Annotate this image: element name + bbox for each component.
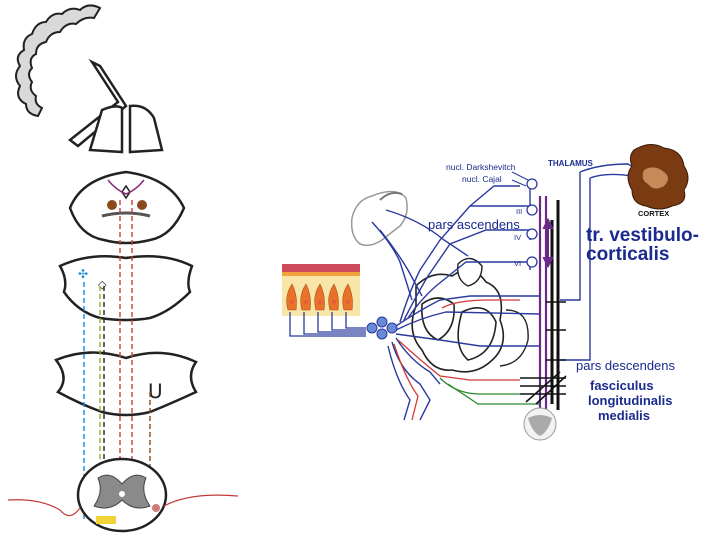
label-nerve-III: III bbox=[516, 207, 522, 216]
mlf-column bbox=[538, 196, 548, 420]
label-nucl-cajal: nucl. Cajal bbox=[462, 174, 502, 184]
brain-section-icon bbox=[523, 407, 557, 441]
pons-section bbox=[58, 254, 194, 322]
midbrain-tract-purple bbox=[107, 179, 145, 195]
green-pathways bbox=[439, 377, 540, 405]
label-pars-descendens: pars descendens bbox=[576, 358, 676, 373]
spinal-nerve-line bbox=[7, 494, 239, 517]
midbrain-diamond bbox=[121, 184, 131, 200]
label-nerve-VI: VI bbox=[514, 259, 521, 268]
vestibular-ganglion bbox=[366, 316, 398, 340]
red-pathways bbox=[393, 299, 520, 421]
left-brainstem-schematic: ✣ ◇ ᑌ bbox=[7, 4, 239, 533]
spinal-cord-section bbox=[76, 457, 168, 533]
midbrain-section bbox=[68, 170, 186, 245]
label-corticalis: corticalis bbox=[586, 244, 669, 265]
midbrain-nucleus-right bbox=[137, 200, 147, 210]
medulla-section bbox=[54, 351, 198, 417]
pons-blue-nucleus-icon: ✣ bbox=[78, 267, 88, 281]
blue-pathways bbox=[371, 163, 655, 421]
cortex-gyri-icon bbox=[15, 4, 102, 118]
label-cortex: CORTEX bbox=[638, 209, 669, 218]
label-pars-ascendens: pars ascendens bbox=[428, 217, 520, 232]
oculomotor-nuclei bbox=[526, 178, 538, 268]
thalamus-halves bbox=[88, 104, 164, 154]
mlf-crosshatch bbox=[520, 301, 567, 405]
cortex-inner-gyri bbox=[642, 167, 668, 189]
cerebellum-bump bbox=[379, 191, 403, 201]
label-thalamus: THALAMUS bbox=[548, 159, 594, 168]
label-fasciculus: fasciculus bbox=[590, 378, 654, 393]
label-tr-vestibulo: tr. vestibulo- bbox=[586, 225, 699, 246]
right-vestibular-schematic: nucl. Darkshevitch nucl. Cajal THALAMUS … bbox=[282, 144, 699, 441]
nuclei-connectors bbox=[511, 171, 529, 187]
aqueduct-bar bbox=[101, 211, 151, 218]
medulla-hook-icon: ᑌ bbox=[148, 379, 163, 403]
nucleus-lateral bbox=[421, 297, 455, 341]
label-medialis: medialis bbox=[598, 408, 650, 423]
purple-arrows bbox=[542, 217, 554, 269]
label-nerve-IV: IV bbox=[514, 233, 521, 242]
label-nucl-darkshevitch: nucl. Darkshevitch bbox=[446, 162, 516, 172]
midbrain-nucleus-left bbox=[107, 200, 117, 210]
mlf-black-bars bbox=[550, 200, 560, 410]
primary-afferents bbox=[289, 312, 366, 337]
nucleus-superior bbox=[457, 257, 483, 287]
nucleus-medial bbox=[457, 306, 497, 361]
brainstem-silhouette bbox=[350, 190, 408, 247]
vestibular-hair-cells-icon bbox=[282, 264, 360, 316]
pons-dark-nucleus-icon: ◇ bbox=[98, 278, 107, 291]
label-longitudinalis: longitudinalis bbox=[588, 393, 673, 408]
nucleus-lower-loop bbox=[499, 309, 529, 367]
